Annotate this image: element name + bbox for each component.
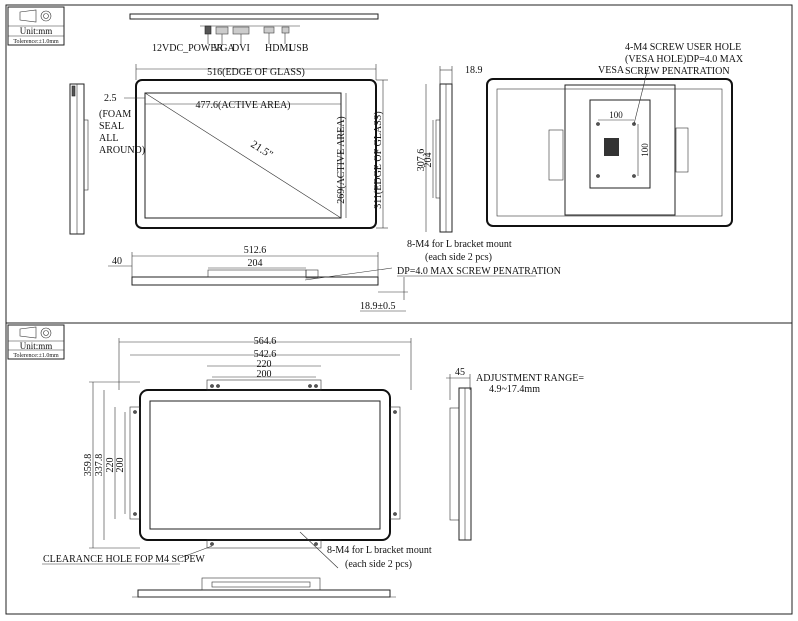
projection-symbol-icon xyxy=(19,326,52,339)
dvi-label: DVI xyxy=(232,43,250,54)
vesa-hole-icon xyxy=(596,174,600,178)
foam-seal-line-2: SEAL xyxy=(99,121,124,132)
vga-label: VGA xyxy=(213,43,235,54)
bracket-note-1: 8-M4 for L bracket mount xyxy=(327,545,432,556)
dvi-connector-icon xyxy=(232,26,250,35)
bottom-bracket-note-1: 8-M4 for L bracket mount xyxy=(407,239,512,250)
usb-label: USB xyxy=(289,43,309,54)
width-200: 200 xyxy=(257,369,272,380)
front-view: 516(EDGE OF GLASS) 477.6(ACTIVE AREA) 21… xyxy=(99,64,388,229)
projection-symbol-icon xyxy=(19,9,52,23)
adjustment-range-value: 4.9~17.4mm xyxy=(489,384,540,395)
vesa-hole-icon xyxy=(632,174,636,178)
unit-box-2: Unit:mm Tolerence:±1.0mm xyxy=(7,324,65,360)
unit-label-2: Unit:mm xyxy=(20,341,53,351)
bracket-note-2: (each side 2 pcs) xyxy=(345,559,412,570)
side-height-inner: 204 xyxy=(423,153,434,168)
edge-of-glass-width: 516(EDGE OF GLASS) xyxy=(207,67,305,78)
tolerance-label: Tolerence:±1.0mm xyxy=(13,39,59,45)
bottom-screw-note: DP=4.0 MAX SCREW PENATRATION xyxy=(397,266,561,277)
height-200: 200 xyxy=(115,458,126,473)
usb-connector-icon xyxy=(281,26,290,34)
hdmi-label: HDMI xyxy=(265,43,292,54)
rear-screw-note-2: (VESA HOLE)DP=4.0 MAX xyxy=(625,54,744,65)
power-connector-icon xyxy=(204,25,212,35)
tolerance-label-2: Tolerence:±1.0mm xyxy=(13,353,59,359)
diagonal-size: 21.5" xyxy=(248,138,275,161)
left-side-view xyxy=(69,83,89,235)
foam-seal-dim: 2.5 xyxy=(104,93,117,104)
kiosk-logo-icon xyxy=(604,138,619,156)
top-view: 12VDC_POWER VGA DVI HDMI USB xyxy=(129,13,379,54)
hdmi-connector-icon xyxy=(263,26,275,34)
bracket-front-view: 564.6 542.6 220 200 359.8 337.8 220 200 xyxy=(83,336,412,549)
vesa-hole-icon xyxy=(596,122,600,126)
bracket-bottom-view xyxy=(132,577,396,598)
height-337: 337.8 xyxy=(94,454,105,477)
width-542: 542.6 xyxy=(254,349,277,360)
bottom-width: 512.6 xyxy=(244,245,267,256)
width-220: 220 xyxy=(257,359,272,370)
vesa-vertical: 100 xyxy=(640,143,650,157)
section-2: Unit:mm Tolerence:±1.0mm 564.6 xyxy=(7,324,584,598)
active-area-height: 269(ACTIVE AREA) xyxy=(336,116,347,204)
bottom-view: 512.6 204 40 8-M4 for L bracket mount (e… xyxy=(108,239,561,312)
bottom-depth-tolerance: 18.9±0.5 xyxy=(360,301,396,312)
active-area-width: 477.6(ACTIVE AREA) xyxy=(196,100,291,111)
drawing-frame xyxy=(5,4,793,615)
foam-seal-line-4: AROUND) xyxy=(99,145,145,156)
foam-seal-line-1: (FOAM xyxy=(99,109,131,120)
adjustment-45: 45 xyxy=(455,367,465,378)
rear-screw-note-3: SCREW PENATRATION xyxy=(625,66,730,77)
foam-seal-line-3: ALL xyxy=(99,133,118,144)
bottom-depth-left: 40 xyxy=(112,256,122,267)
clearance-note: CLEARANCE HOLE FOP M4 SCPEW xyxy=(43,554,205,565)
rear-view: 100 100 4-M4 SCREW USER HOLE (VESA HOLE)… xyxy=(486,42,744,227)
section-1: Unit:mm Tolerence:±1.0mm 12VDC_POWER VGA… xyxy=(7,6,744,312)
unit-label: Unit:mm xyxy=(20,26,53,36)
unit-box-1: Unit:mm Tolerence:±1.0mm xyxy=(7,6,65,46)
power-label: 12VDC_POWER xyxy=(152,43,223,54)
adjustment-range-label: ADJUSTMENT RANGE= xyxy=(476,373,584,384)
bottom-inner-width: 204 xyxy=(248,258,263,269)
height-220: 220 xyxy=(105,458,116,473)
vesa-label: VESA xyxy=(598,65,625,76)
overall-width: 564.6 xyxy=(254,336,277,347)
bracket-side-view: 45 ADJUSTMENT RANGE= 4.9~17.4mm xyxy=(446,367,584,541)
edge-of-glass-height: 311(EDGE OF GLASS) xyxy=(373,111,384,208)
vesa-horizontal: 100 xyxy=(609,110,623,120)
side-height-outer: 307.6 xyxy=(416,149,427,172)
rear-screw-note-1: 4-M4 SCREW USER HOLE xyxy=(625,42,741,53)
side-depth: 18.9 xyxy=(465,65,483,76)
right-side-view: 18.9 307.6 204 xyxy=(416,65,483,233)
vga-connector-icon xyxy=(215,26,229,35)
height-359: 359.8 xyxy=(83,454,94,477)
bottom-bracket-note-2: (each side 2 pcs) xyxy=(425,252,492,263)
